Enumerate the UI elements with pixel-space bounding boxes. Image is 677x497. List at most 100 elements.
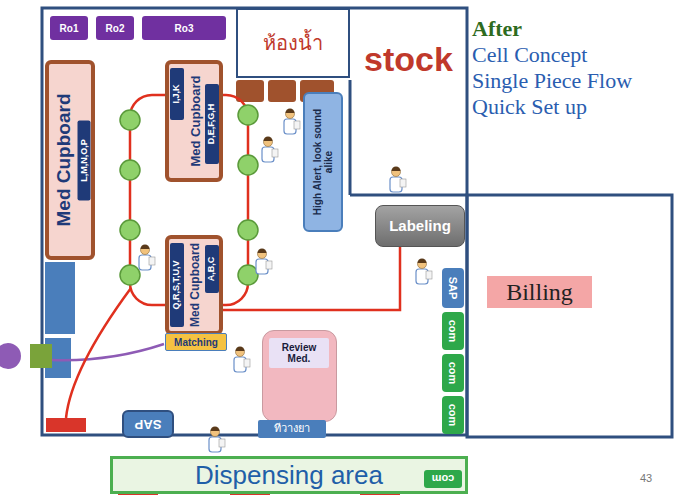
hair <box>236 347 245 352</box>
node-text: Ro1 <box>50 16 88 40</box>
med-cupboard: Q,R,S,T,U,VMed CupboardA,B,C <box>165 235 223 335</box>
paper <box>266 261 272 269</box>
node-text: ห้องน้ำ <box>238 10 348 76</box>
node-text: Med Cupboard <box>187 239 205 331</box>
node-text: L,M,N,O,P <box>78 120 91 200</box>
paper <box>149 257 155 265</box>
paper <box>426 271 432 279</box>
med-cupboard: I,J,KMed CupboardD,E,F,G,H <box>165 60 223 182</box>
pharmacist-icon <box>209 427 225 453</box>
purple-flow <box>52 344 164 360</box>
paper <box>400 179 406 187</box>
paper <box>272 149 278 157</box>
computer: com <box>424 470 462 488</box>
node-text: ทีวางยา <box>258 420 326 438</box>
med-cupboard: Med CupboardL,M,N,O,P <box>45 60 95 260</box>
node-text: Q,R,S,T,U,V <box>170 243 184 327</box>
pharmacist-icon <box>139 245 155 270</box>
billing-wall <box>467 195 672 437</box>
workstation <box>238 105 258 125</box>
node-text: com <box>443 313 463 349</box>
pharmacist-icon <box>256 249 272 275</box>
counter <box>45 262 75 334</box>
workstation <box>238 220 258 240</box>
stock-area: stock <box>352 10 465 110</box>
workstation <box>238 155 258 175</box>
hair <box>286 109 295 113</box>
node-text: SAP <box>126 414 170 434</box>
node-text: High Alert, look sound alike <box>306 97 340 227</box>
head <box>392 168 401 177</box>
hair <box>264 137 273 142</box>
node-text: com <box>443 355 463 391</box>
node-text: Med Cupboard <box>51 70 77 250</box>
node-text: com <box>443 397 463 433</box>
node-text: I,J,K <box>170 68 184 120</box>
hair <box>418 259 427 264</box>
workstation <box>120 160 140 180</box>
title: After <box>472 16 522 42</box>
dispensing-area: comDispensing area <box>110 456 468 494</box>
pharmacist-icon <box>284 109 300 134</box>
node-text: Matching <box>166 334 226 350</box>
stock-wall <box>349 80 352 195</box>
computer: com <box>442 312 464 350</box>
drug-tray: ทีวางยา <box>258 420 326 438</box>
sap-terminal: SAP <box>442 268 464 308</box>
review-table: Review Med. <box>262 330 337 422</box>
stock-wall <box>350 194 467 197</box>
node-text: Dispensing area <box>113 459 465 491</box>
window <box>30 344 52 368</box>
node-text: SAP <box>443 269 463 307</box>
node-text: stock <box>352 10 465 110</box>
billing-area: Billing <box>487 276 592 308</box>
workstation <box>120 265 140 285</box>
red-block <box>46 418 86 432</box>
node-text: Billing <box>487 276 592 308</box>
patient-point <box>0 343 21 369</box>
flow-line <box>223 247 400 310</box>
walls <box>42 8 672 437</box>
room-box: Ro2 <box>96 16 134 40</box>
head <box>141 246 150 255</box>
head <box>418 260 427 269</box>
hair <box>392 167 401 172</box>
hair <box>141 245 150 249</box>
head <box>286 110 295 119</box>
note: Cell Concept <box>472 42 587 68</box>
node-text: Ro3 <box>142 16 226 40</box>
paper <box>294 121 300 129</box>
workstation <box>120 220 140 240</box>
computer: com <box>442 396 464 434</box>
workstation <box>238 265 258 285</box>
node-text: D,E,F,G,H <box>205 84 219 164</box>
workstation <box>120 110 140 130</box>
note: Single Piece Flow <box>472 68 632 94</box>
paper <box>244 359 250 367</box>
matching-desk: Matching <box>165 333 227 351</box>
head <box>264 138 273 147</box>
pharmacist-icon <box>234 347 250 373</box>
labeling-station: Labeling <box>375 205 465 247</box>
node-text: Ro2 <box>96 16 134 40</box>
node-text: Med Cupboard <box>187 66 205 176</box>
room-box: Ro1 <box>50 16 88 40</box>
head <box>236 348 245 357</box>
high-alert-shelf: High Alert, look sound alike <box>303 92 343 232</box>
note: Quick Set up <box>472 94 587 120</box>
paper <box>219 439 225 447</box>
head <box>258 250 267 259</box>
pharmacist-icon <box>390 167 406 193</box>
head <box>211 428 220 437</box>
red-flow <box>66 288 131 418</box>
pharmacist-icon <box>416 259 432 285</box>
page-number: 43 <box>640 472 652 484</box>
node-text: com <box>425 471 461 487</box>
shelf <box>268 80 296 102</box>
node-text: A,B,C <box>205 245 219 293</box>
hair <box>211 427 220 432</box>
node-text: Review Med. <box>269 338 329 368</box>
node-text: Labeling <box>376 206 464 246</box>
room-wall <box>42 8 467 435</box>
